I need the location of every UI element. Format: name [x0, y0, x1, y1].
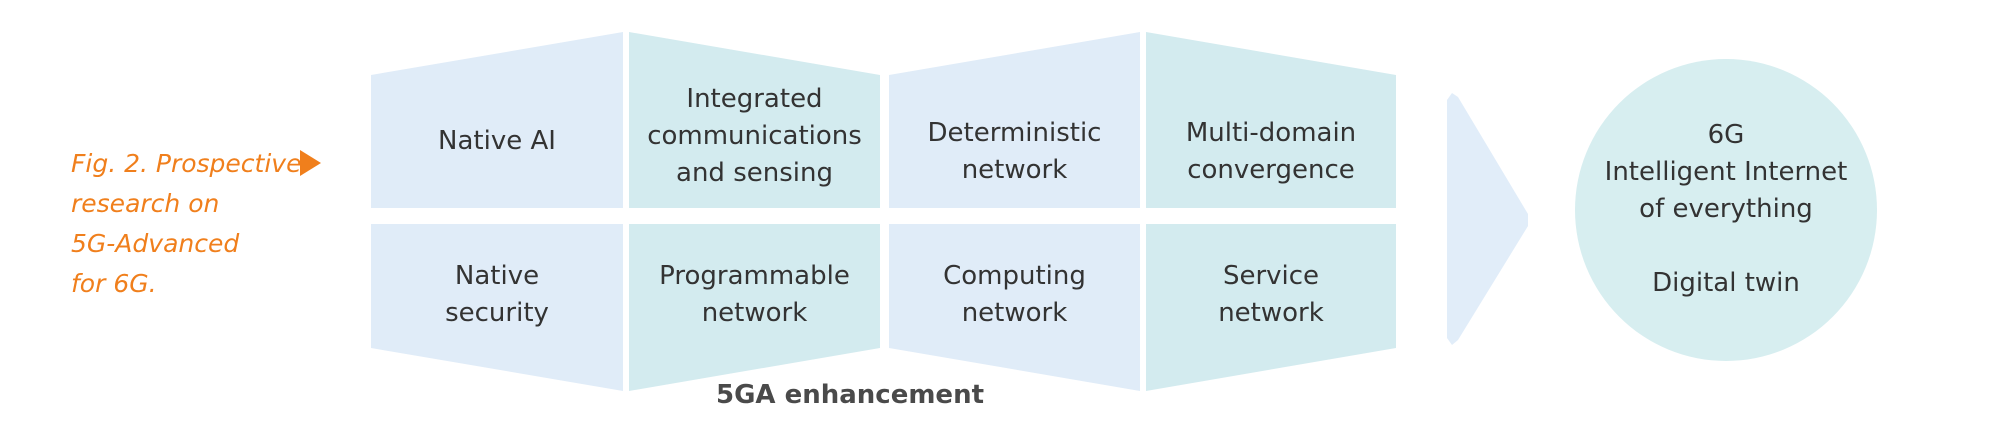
panel-native-security: [371, 224, 623, 391]
panel-programmable-network: [629, 224, 880, 391]
panel-native-ai: [371, 32, 623, 208]
label-programmable-network: Programmable network: [659, 260, 850, 328]
caption-line: research on: [71, 189, 220, 218]
target-line-6g: 6G: [1707, 120, 1745, 150]
label-multi-domain-convergence: Multi-domain convergence: [1185, 117, 1357, 185]
panel-deterministic-network: [889, 32, 1140, 208]
label-computing-network: Computing network: [943, 260, 1086, 328]
label-native-security: Native security: [445, 260, 549, 328]
caption-line: Fig. 2. Prospective: [71, 149, 302, 178]
label-service-network: Service network: [1218, 260, 1324, 328]
label-native-ai: Native AI: [438, 126, 556, 156]
target-line-intelligent-internet: Intelligent Internet: [1604, 157, 1848, 187]
chevron-arrow-icon: [1447, 93, 1528, 345]
figure-caption: Fig. 2. Prospective research on 5G-Advan…: [71, 144, 321, 304]
panel-multi-domain-convergence: [1146, 32, 1396, 208]
target-spacer: [1576, 228, 1876, 265]
label-deterministic-network: Deterministic network: [927, 117, 1102, 185]
target-circle: [1575, 59, 1877, 361]
caption-line: for 6G.: [71, 269, 157, 298]
panel-integrated-sensing: [629, 32, 880, 208]
caption-line: 5G-Advanced: [71, 229, 240, 258]
caption-arrow-icon: [300, 150, 321, 176]
enhancement-label: 5GA enhancement: [715, 380, 985, 410]
target-line-everything: of everything: [1639, 194, 1813, 224]
panel-computing-network: [889, 224, 1140, 391]
panel-service-network: [1146, 224, 1396, 391]
label-integrated-sensing: Integrated communications and sensing: [647, 84, 862, 188]
target-label: 6G Intelligent Internet of everything Di…: [1576, 117, 1876, 307]
target-line-digital-twin: Digital twin: [1652, 268, 1800, 298]
